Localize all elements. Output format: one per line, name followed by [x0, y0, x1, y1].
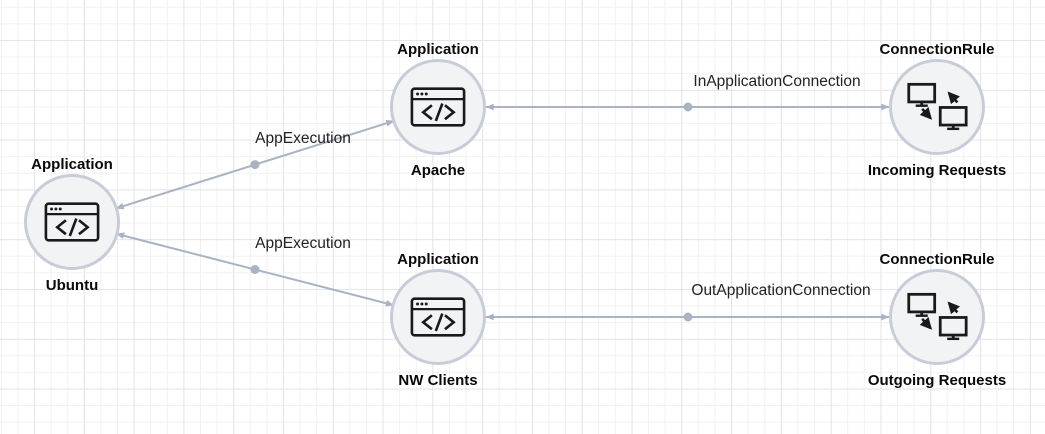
node-type-label: ConnectionRule [879, 41, 995, 58]
node-circle-nw-clients[interactable] [390, 269, 486, 365]
edge-label-outapplicationconnection: OutApplicationConnection [691, 282, 871, 299]
edge-midpoint-handle[interactable] [683, 312, 693, 322]
node-ubuntu: Application Ubuntu [0, 156, 182, 318]
edge-label-appexecution-bottom: AppExecution [255, 235, 351, 252]
node-nw-clients: Application NW Clients [328, 251, 548, 413]
application-window-icon [44, 202, 100, 242]
network-transfer-icon [907, 292, 968, 341]
node-type-label: Application [397, 251, 479, 268]
edge-label-appexecution-top: AppExecution [255, 130, 351, 147]
node-name-label: Incoming Requests [867, 162, 1007, 179]
node-name-label: Outgoing Requests [867, 372, 1007, 389]
node-circle-apache[interactable] [390, 59, 486, 155]
edge-midpoint-handle[interactable] [683, 102, 693, 112]
node-outgoing-requests: ConnectionRule Outgoing Requests [827, 251, 1045, 413]
network-transfer-icon [907, 82, 968, 131]
edge-inapplicationconnection[interactable] [485, 102, 890, 112]
node-name-label: NW Clients [398, 372, 478, 389]
edge-appexecution-ubuntu-nwclients[interactable] [116, 232, 394, 307]
application-window-icon [410, 297, 466, 337]
node-name-label: Apache [410, 162, 466, 179]
application-window-icon [410, 87, 466, 127]
edge-midpoint-handle[interactable] [250, 265, 260, 274]
node-circle-ubuntu[interactable] [24, 174, 120, 270]
node-name-label: Ubuntu [45, 277, 99, 294]
node-circle-incoming-requests[interactable] [889, 59, 985, 155]
edge-label-inapplicationconnection: InApplicationConnection [693, 73, 861, 90]
node-type-label: Application [397, 41, 479, 58]
node-type-label: ConnectionRule [879, 251, 995, 268]
node-apache: Application Apache [328, 41, 548, 203]
edge-midpoint-handle[interactable] [250, 160, 260, 170]
edge-appexecution-ubuntu-apache[interactable] [115, 119, 395, 210]
edge-outapplicationconnection[interactable] [485, 312, 890, 322]
node-incoming-requests: ConnectionRule Incoming Requests [827, 41, 1045, 203]
node-circle-outgoing-requests[interactable] [889, 269, 985, 365]
node-type-label: Application [31, 156, 113, 173]
